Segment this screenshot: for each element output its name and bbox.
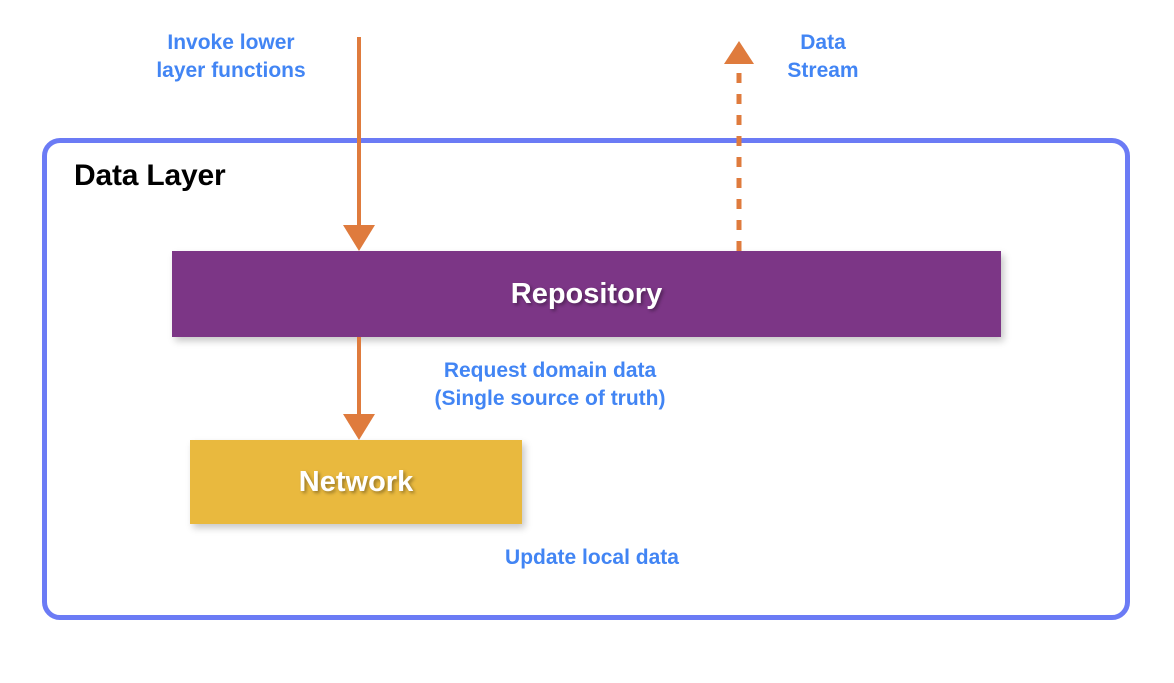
repository-block-label: Repository: [510, 277, 663, 310]
invoke-lower-layer-functions-label: Invoke lower layer functions: [156, 31, 306, 82]
data-layer-title: Data Layer: [74, 159, 226, 192]
request-domain-data-label: Request domain data (Single source of tr…: [434, 359, 666, 410]
network-block[interactable]: Network: [190, 440, 522, 524]
update-local-data-label: Update local data: [505, 546, 679, 569]
network-block-label: Network: [298, 465, 414, 498]
data-stream-arrow-head: [724, 41, 754, 64]
data-stream-label: Data Stream: [787, 31, 859, 82]
repository-block[interactable]: Repository: [172, 251, 1001, 337]
data-layer-container: [42, 138, 1130, 620]
